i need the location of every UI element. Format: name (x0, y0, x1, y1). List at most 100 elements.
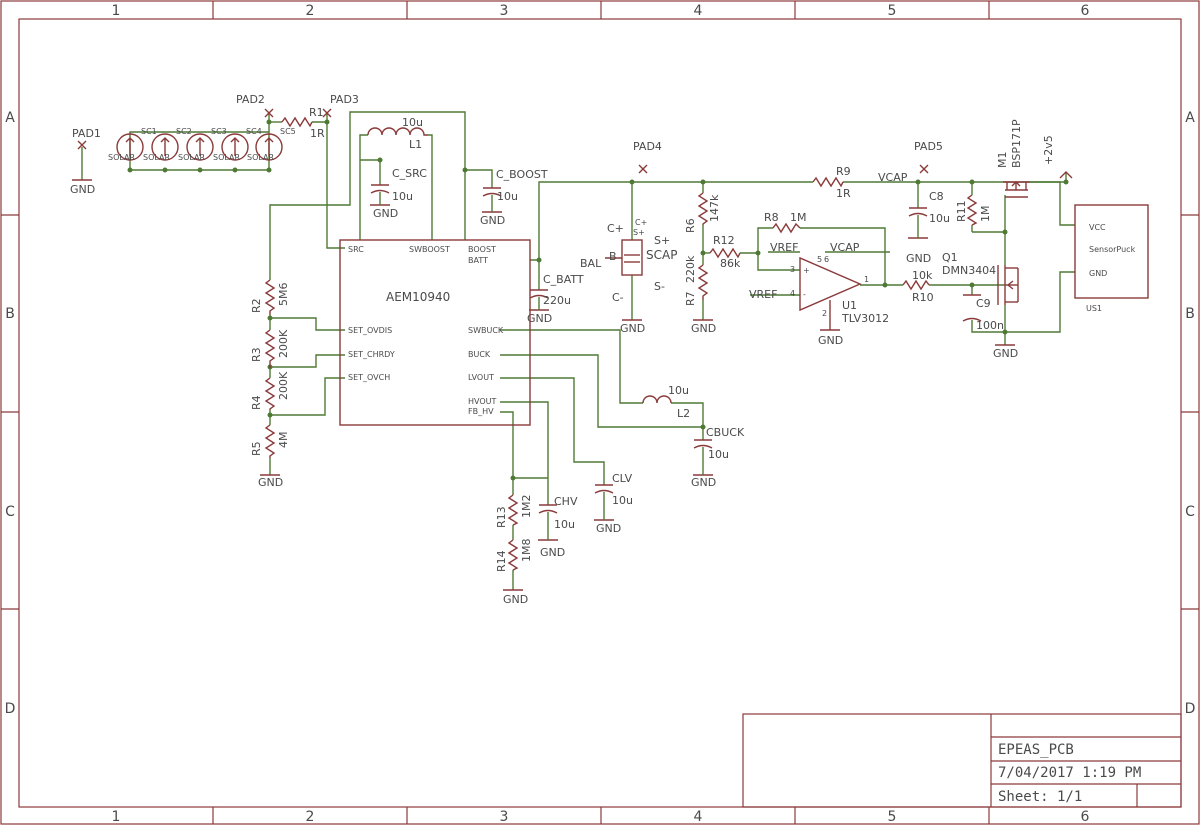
column-labels-top: 1 2 3 4 5 6 (112, 3, 1090, 19)
r5-value: 4M (277, 432, 290, 449)
resistor-r10: 10k R10 (902, 269, 934, 304)
u1-pin4: 4 (790, 289, 795, 298)
c-batt-name: C_BATT (543, 273, 584, 286)
ic-pin-src: SRC (348, 245, 364, 254)
row-label-d: D (1185, 701, 1196, 717)
ic-pin-fb-hv: FB_HV (468, 407, 494, 416)
gnd-label: GND (993, 347, 1018, 360)
pad5: PAD5 (914, 140, 943, 174)
solar-cell-5-ref: SC5 (280, 127, 296, 136)
resistor-r6: R6 147k (684, 192, 721, 233)
col-label-4: 4 (694, 809, 703, 825)
ic-pin-buck: BUCK (468, 350, 491, 359)
pad4-label: PAD4 (633, 140, 662, 153)
supply-2v5: +2v5 (1042, 135, 1073, 179)
r1-value: 1R (310, 127, 325, 140)
row-label-a: A (5, 110, 15, 126)
solar-cell-4: SC4 SOLAR (213, 127, 262, 162)
supply-label: +2v5 (1042, 135, 1055, 165)
solar-cell-2-label: SOLAR (143, 153, 170, 162)
row-label-b: B (5, 306, 15, 322)
clv-name: CLV (612, 472, 633, 485)
row-label-c: C (5, 504, 15, 520)
ic-pin-set-chrdy: SET_CHRDY (348, 350, 395, 359)
c-batt-value: 220u (543, 294, 571, 307)
ic-pin-lvout: LVOUT (468, 373, 494, 382)
col-label-1: 1 (112, 3, 121, 19)
resistor-r4: R4 200K (250, 371, 290, 410)
capacitor-cbuck: CBUCK 10u (693, 426, 745, 475)
ic-pin-hvout: HVOUT (468, 397, 497, 406)
solar-cell-2: SC2 SOLAR (143, 127, 192, 162)
solar-cell-1-label: SOLAR (108, 153, 135, 162)
row-labels-left: A B C D (5, 110, 16, 717)
gnd-cbatt: GND (527, 309, 552, 325)
u1-pin5: 5 (817, 255, 822, 264)
col-label-6: 6 (1081, 809, 1090, 825)
gnd-cboost: GND (480, 211, 505, 227)
pad1: PAD1 (72, 127, 101, 150)
clv-value: 10u (612, 494, 633, 507)
scap-sminus: S- (654, 280, 665, 293)
title-block-date: 7/04/2017 1:19 PM (998, 765, 1141, 781)
resistor-r14: R14 1M8 (495, 539, 533, 573)
solar-cell-3: SC3 SOLAR (178, 127, 227, 162)
u1-pin6: 6 (824, 255, 829, 264)
pad2: PAD2 (236, 93, 274, 118)
solar-cell-1: SC1 SOLAR (108, 127, 157, 162)
solar-cell-3-ref: SC3 (211, 127, 227, 136)
pad4: PAD4 (633, 140, 662, 174)
r8-value: 1M (790, 211, 807, 224)
us1-gnd: GND (1089, 269, 1107, 278)
gnd-chv: GND (538, 539, 565, 559)
q1-name: Q1 (942, 251, 958, 264)
col-label-3: 3 (500, 809, 509, 825)
capacitor-c-boost: C_BOOST 10u (482, 168, 548, 212)
ic-pin-swbuck: SWBUCK (468, 326, 504, 335)
u1-vcap: VCAP (830, 241, 860, 254)
resistor-r8: R8 1M (764, 211, 807, 234)
u1-pin2: 2 (822, 309, 827, 318)
title-block-name: EPEAS_PCB (998, 742, 1074, 758)
col-label-2: 2 (306, 809, 315, 825)
gnd-r5: GND (258, 474, 283, 489)
l2-name: L2 (677, 407, 690, 420)
cbuck-name: CBUCK (706, 426, 745, 439)
solar-cell-3-label: SOLAR (178, 153, 205, 162)
r2-value: 5M6 (277, 283, 290, 307)
title-block-sheet: Sheet: 1/1 (998, 789, 1082, 805)
capacitor-c9: C9 100n (962, 294, 1004, 332)
l2-value: 10u (668, 384, 689, 397)
u1-minus: - (803, 290, 806, 299)
row-label-b: B (1185, 306, 1195, 322)
capacitor-c-src: C_SRC 10u (370, 167, 427, 205)
resistor-r11: R11 1M (955, 194, 992, 226)
r3-value: 200K (277, 329, 290, 358)
ic-pin-swboost: SWBOOST (409, 245, 450, 254)
ic-aem10940: AEM10940 SRC SET_OVDIS SET_CHRDY SET_OVC… (339, 239, 531, 426)
gnd-cbuck: GND (691, 474, 716, 489)
capacitor-c8: C8 10u (908, 190, 950, 238)
cbuck-value: 10u (708, 448, 729, 461)
capacitor-c-batt: C_BATT 220u (529, 273, 584, 310)
gnd-label: GND (70, 183, 95, 196)
pad5-label: PAD5 (914, 140, 943, 153)
pad3: PAD3 (322, 93, 359, 118)
scap-splus: S+ (654, 234, 670, 247)
solar-cell-1-ref: SC1 (141, 127, 157, 136)
gnd-label: GND (818, 334, 843, 347)
r14-value: 1M8 (520, 539, 533, 563)
l1-value: 10u (402, 116, 423, 129)
scap-cplus-pin: C+ (635, 218, 647, 227)
r11-value: 1M (979, 206, 992, 223)
gnd-label: GND (691, 476, 716, 489)
inductor-l2: 10u L2 (642, 384, 690, 420)
c-boost-name: C_BOOST (496, 168, 548, 181)
row-label-c: C (1185, 504, 1195, 520)
solar-cell-2-ref: SC2 (176, 127, 192, 136)
r6-value: 147k (708, 194, 721, 222)
r12-value: 86k (720, 257, 741, 270)
resistor-r3: R3 200K (250, 329, 290, 368)
u1-vref-top: VREF (770, 241, 798, 254)
